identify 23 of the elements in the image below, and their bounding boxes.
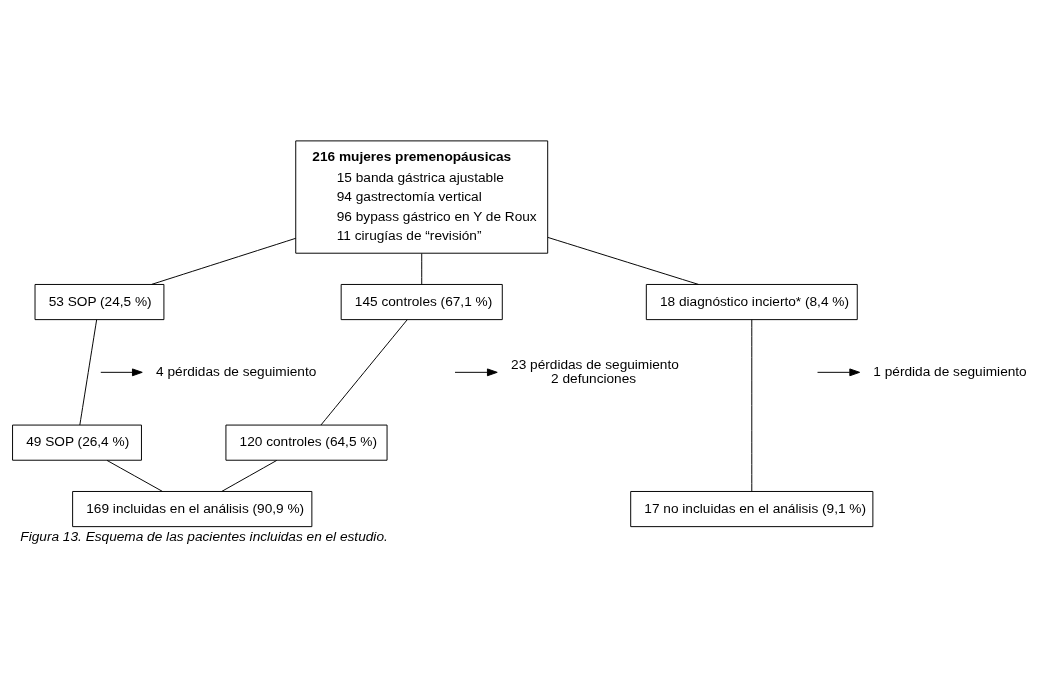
node-box: 17 no incluidas en el análisis (9,1 %) <box>630 491 874 528</box>
arrow <box>454 368 498 377</box>
connector <box>106 459 163 492</box>
node-text: 1 pérdida de seguimiento <box>873 363 1027 379</box>
node-box: 216 mujeres premenopáusicas 15 banda gástrica ajustable 94 gastrectomía vertical 96 bypass gástrico en Y de Roux 11 cirugías de “revisión” <box>295 140 549 254</box>
node-text: 4 pérdidas de seguimiento <box>156 363 317 379</box>
node-box: 18 diagnóstico incierto* (8,4 %) <box>645 283 858 321</box>
connector <box>320 319 408 426</box>
node-box: 49 SOP (26,4 %) <box>12 424 142 461</box>
connector <box>221 459 278 492</box>
node-box: 53 SOP (24,5 %) <box>34 283 165 321</box>
connector <box>151 237 297 285</box>
node-text: 23 pérdidas de seguimiento 2 defunciones <box>511 356 679 387</box>
node-box: 145 controles (67,1 %) <box>340 283 503 321</box>
caption: Figura 13. Esquema de las pacientes incluidas en el estudio. <box>20 528 388 544</box>
arrow <box>100 368 143 377</box>
arrow <box>817 368 861 377</box>
connector <box>421 252 423 285</box>
connector <box>751 319 753 492</box>
node-box: 169 incluidas en el análisis (90,9 %) <box>72 491 313 528</box>
node-box: 120 controles (64,5 %) <box>225 424 388 461</box>
connector <box>79 319 98 426</box>
connector <box>547 236 700 285</box>
